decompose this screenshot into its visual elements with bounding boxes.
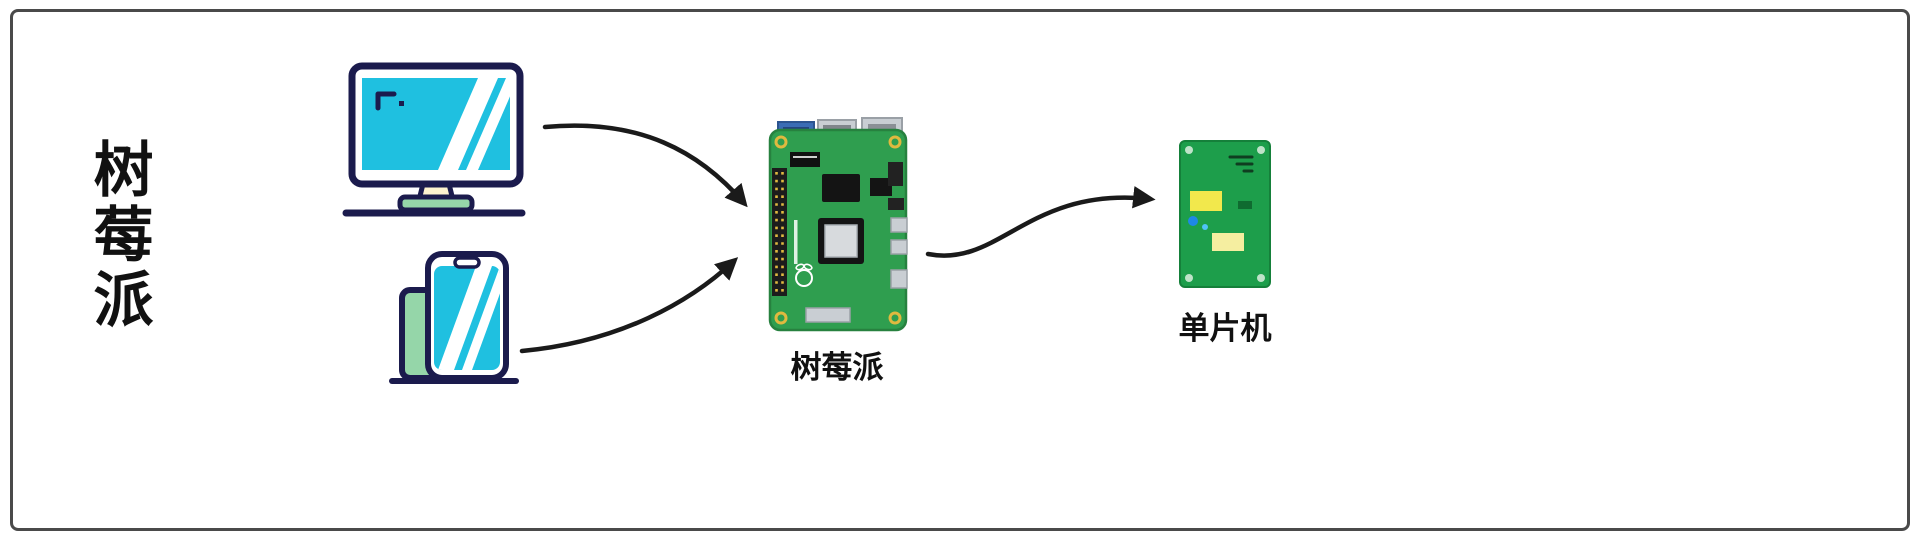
- pi-micro-hdmi-1: [890, 217, 908, 233]
- phone-screen-stripes: [438, 266, 500, 370]
- monitor-corner-dot: [399, 101, 404, 106]
- mcu-blue-dot: [1188, 216, 1198, 226]
- pi-hole-bl: [774, 311, 788, 325]
- monitor-stand-base: [397, 194, 475, 213]
- pi-ram-chip: [822, 174, 860, 202]
- pi-hole-tl: [774, 135, 788, 149]
- pi-raspberry-logo: [795, 263, 813, 287]
- monitor-screen-stripes: [438, 78, 510, 170]
- smartphone-icon: [389, 251, 519, 384]
- pi-micro-hdmi-2: [890, 239, 908, 255]
- mcu-yellow-component-2: [1212, 233, 1244, 251]
- phone-notch: [453, 256, 481, 269]
- pi-display-connector: [805, 307, 851, 323]
- pi-soc-metal-cap: [824, 224, 858, 258]
- mcu-hole-br: [1257, 274, 1265, 282]
- pi-usb-controller-chip: [870, 178, 892, 196]
- mcu-pcb: [1179, 140, 1271, 288]
- arrow-pi-to-mcu: [925, 186, 1156, 258]
- side-title: 树莓派: [85, 138, 152, 333]
- mcu-antenna-marks: [1228, 155, 1254, 173]
- pi-audio-jack: [888, 198, 904, 210]
- raspberry-pi-label: 树莓派: [790, 350, 884, 385]
- pi-usb-c-power: [890, 269, 908, 289]
- pi-poe-connector: [888, 162, 903, 186]
- monitor-corner-mark: [375, 91, 397, 111]
- pi-hole-br: [888, 311, 902, 325]
- mcu-dark-component: [1238, 201, 1252, 209]
- pi-small-chip-marking: [793, 156, 817, 158]
- mcu-hole-bl: [1185, 274, 1193, 282]
- mcu-hole-tl: [1185, 146, 1193, 154]
- arrow-phone-to-pi: [519, 257, 739, 354]
- pi-gpio-header: [772, 168, 787, 296]
- pi-hole-tr: [888, 135, 902, 149]
- pi-small-chip-top: [790, 152, 820, 167]
- arrow-monitor-to-pi: [542, 123, 748, 208]
- mcu-green-board: [1179, 140, 1271, 288]
- mcu-cyan-dot: [1202, 224, 1208, 230]
- computer-monitor-icon: [342, 62, 526, 217]
- pi-silkscreen-text-hint: [794, 220, 798, 264]
- raspberry-pi-board: [768, 117, 908, 332]
- mcu-yellow-component-1: [1190, 191, 1222, 211]
- mcu-hole-tr: [1257, 146, 1265, 154]
- mcu-label: 单片机: [1178, 311, 1272, 346]
- diagram-frame: [10, 9, 1910, 531]
